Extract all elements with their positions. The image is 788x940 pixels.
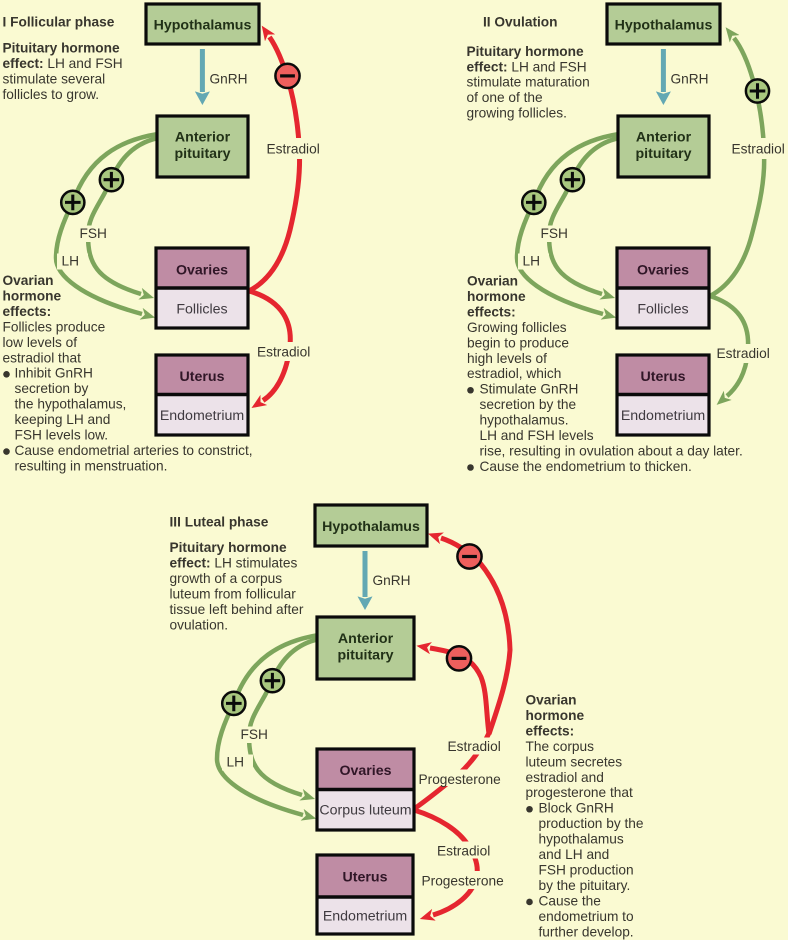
svg-text:further develop.: further develop. bbox=[539, 924, 634, 939]
svg-text:Hypothalamus: Hypothalamus bbox=[322, 519, 420, 535]
svg-text:luteum secretes: luteum secretes bbox=[526, 754, 623, 769]
svg-text:Ovaries: Ovaries bbox=[176, 263, 228, 279]
svg-text:stimulate several: stimulate several bbox=[3, 72, 106, 87]
svg-text:Estradiol: Estradiol bbox=[257, 345, 310, 360]
svg-text:growth of a corpus: growth of a corpus bbox=[170, 571, 283, 586]
svg-text:by the pituitary.: by the pituitary. bbox=[539, 878, 631, 893]
svg-text:Ovarian: Ovarian bbox=[526, 693, 577, 708]
svg-text:FSH: FSH bbox=[241, 727, 268, 742]
svg-text:III Luteal phase: III Luteal phase bbox=[170, 515, 269, 530]
svg-text:Stimulate GnRH: Stimulate GnRH bbox=[480, 382, 579, 397]
svg-text:Pituitary hormone: Pituitary hormone bbox=[170, 540, 288, 555]
svg-text:LH and FSH levels: LH and FSH levels bbox=[480, 428, 594, 443]
svg-text:keeping LH and: keeping LH and bbox=[15, 412, 111, 427]
svg-text:Pituitary hormone: Pituitary hormone bbox=[3, 40, 121, 55]
svg-text:ovulation.: ovulation. bbox=[170, 618, 229, 633]
svg-text:Inhibit GnRH: Inhibit GnRH bbox=[15, 366, 93, 381]
svg-text:estradiol and: estradiol and bbox=[526, 770, 604, 785]
svg-text:and LH and: and LH and bbox=[539, 847, 610, 862]
svg-text:Estradiol: Estradiol bbox=[267, 142, 320, 157]
svg-text:secretion by: secretion by bbox=[15, 381, 89, 396]
svg-text:Progesterone: Progesterone bbox=[419, 772, 501, 787]
svg-text:LH: LH bbox=[227, 755, 245, 770]
svg-text:Cause endometrial arteries to: Cause endometrial arteries to constrict, bbox=[15, 443, 253, 458]
svg-text:Anterior: Anterior bbox=[636, 130, 692, 146]
svg-text:FSH production: FSH production bbox=[539, 862, 634, 877]
svg-text:effects:: effects: bbox=[3, 304, 52, 319]
svg-text:Corpus luteum: Corpus luteum bbox=[319, 803, 411, 819]
svg-text:Estradiol: Estradiol bbox=[732, 142, 785, 157]
svg-text:Cause the endometrium to thick: Cause the endometrium to thicken. bbox=[480, 459, 692, 474]
svg-text:low levels of: low levels of bbox=[3, 335, 78, 350]
svg-text:The corpus: The corpus bbox=[526, 739, 595, 754]
svg-text:I Follicular phase: I Follicular phase bbox=[3, 15, 115, 30]
svg-text:hypothalamus.: hypothalamus. bbox=[480, 413, 569, 428]
svg-text:Estradiol: Estradiol bbox=[448, 739, 501, 754]
svg-text:pituitary: pituitary bbox=[175, 146, 231, 162]
svg-text:resulting in menstruation.: resulting in menstruation. bbox=[15, 458, 168, 473]
svg-text:Estradiol: Estradiol bbox=[717, 346, 770, 361]
svg-text:II Ovulation: II Ovulation bbox=[483, 15, 558, 30]
svg-text:growing follicles.: growing follicles. bbox=[467, 106, 567, 121]
svg-text:endometrium to: endometrium to bbox=[539, 909, 634, 924]
svg-text:Uterus: Uterus bbox=[343, 870, 388, 886]
svg-text:Progesterone: Progesterone bbox=[422, 874, 504, 889]
svg-text:production by the: production by the bbox=[539, 816, 644, 831]
svg-text:FSH: FSH bbox=[541, 226, 568, 241]
svg-text:Endometrium: Endometrium bbox=[160, 408, 244, 424]
svg-text:Ovaries: Ovaries bbox=[637, 263, 689, 279]
svg-text:begin to produce: begin to produce bbox=[467, 335, 569, 350]
svg-text:pituitary: pituitary bbox=[636, 146, 692, 162]
svg-text:effects:: effects: bbox=[526, 723, 575, 738]
svg-text:secretion by the: secretion by the bbox=[480, 397, 577, 412]
svg-text:GnRH: GnRH bbox=[373, 573, 411, 588]
svg-text:the hypothalamus,: the hypothalamus, bbox=[15, 397, 127, 412]
svg-text:effect: LH and FSH: effect: LH and FSH bbox=[467, 59, 587, 74]
svg-text:Hypothalamus: Hypothalamus bbox=[615, 18, 713, 34]
svg-text:FSH: FSH bbox=[80, 226, 107, 241]
svg-text:Follicles: Follicles bbox=[176, 302, 227, 318]
svg-text:progesterone that: progesterone that bbox=[526, 785, 633, 800]
svg-text:luteum from follicular: luteum from follicular bbox=[170, 587, 297, 602]
svg-text:Ovarian: Ovarian bbox=[3, 273, 54, 288]
svg-text:Hypothalamus: Hypothalamus bbox=[154, 18, 252, 34]
svg-text:Endometrium: Endometrium bbox=[621, 408, 705, 424]
svg-text:Anterior: Anterior bbox=[175, 130, 231, 146]
svg-text:FSH levels low.: FSH levels low. bbox=[15, 428, 109, 443]
svg-text:effects:: effects: bbox=[467, 304, 516, 319]
svg-text:Pituitary hormone: Pituitary hormone bbox=[467, 44, 585, 59]
svg-text:LH: LH bbox=[62, 254, 80, 269]
svg-text:Uterus: Uterus bbox=[641, 369, 686, 385]
svg-text:Block GnRH: Block GnRH bbox=[539, 801, 614, 816]
svg-text:Follicles: Follicles bbox=[637, 302, 688, 318]
svg-text:of one of the: of one of the bbox=[467, 90, 543, 105]
svg-text:estradiol, which: estradiol, which bbox=[467, 366, 561, 381]
svg-text:Ovaries: Ovaries bbox=[339, 763, 391, 779]
svg-text:Cause the: Cause the bbox=[539, 893, 601, 908]
svg-text:stimulate maturation: stimulate maturation bbox=[467, 75, 590, 90]
svg-text:hormone: hormone bbox=[3, 288, 62, 303]
svg-text:tissue left behind after: tissue left behind after bbox=[170, 602, 304, 617]
svg-text:Estradiol: Estradiol bbox=[437, 844, 490, 859]
svg-text:Uterus: Uterus bbox=[180, 369, 225, 385]
svg-text:hormone: hormone bbox=[526, 708, 585, 723]
svg-text:effect: LH stimulates: effect: LH stimulates bbox=[170, 556, 298, 571]
svg-text:Follicles produce: Follicles produce bbox=[3, 319, 106, 334]
svg-text:hypothalamus: hypothalamus bbox=[539, 832, 624, 847]
svg-text:high levels of: high levels of bbox=[467, 351, 547, 366]
svg-text:estradiol that: estradiol that bbox=[3, 350, 82, 365]
svg-text:rise, resulting in ovulation a: rise, resulting in ovulation about a day… bbox=[480, 443, 743, 458]
svg-text:pituitary: pituitary bbox=[338, 648, 394, 664]
svg-text:GnRH: GnRH bbox=[210, 72, 248, 87]
svg-text:Growing follicles: Growing follicles bbox=[467, 320, 567, 335]
svg-text:GnRH: GnRH bbox=[671, 72, 709, 87]
svg-text:Endometrium: Endometrium bbox=[323, 909, 407, 925]
svg-text:Anterior: Anterior bbox=[338, 631, 394, 647]
svg-text:LH: LH bbox=[523, 254, 541, 269]
svg-text:effect: LH and FSH: effect: LH and FSH bbox=[3, 56, 123, 71]
svg-text:hormone: hormone bbox=[467, 289, 526, 304]
svg-text:follicles to grow.: follicles to grow. bbox=[3, 87, 100, 102]
svg-text:Ovarian: Ovarian bbox=[467, 274, 518, 289]
